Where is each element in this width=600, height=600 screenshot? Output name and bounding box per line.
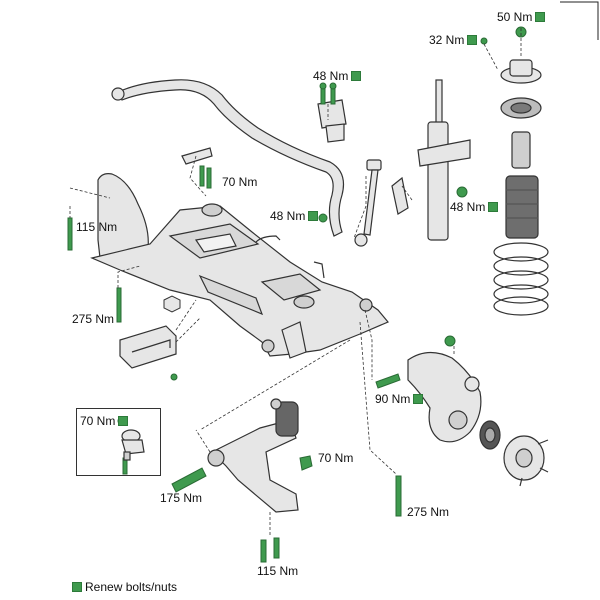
top-mount	[500, 59, 542, 239]
torque-label: 175 Nm	[160, 491, 203, 505]
renew-icon	[118, 416, 129, 426]
stabilizer-bar	[111, 79, 345, 237]
steering-knuckle	[407, 351, 482, 443]
torque-label: 115 Nm	[257, 564, 299, 578]
renew-icon	[467, 35, 478, 45]
stabilizer-link	[354, 159, 382, 247]
wheel-hub	[479, 420, 549, 487]
green-square-icon	[72, 582, 82, 592]
torque-label: 70 Nm	[318, 451, 354, 465]
subframe	[90, 173, 389, 359]
torque-label: 32 Nm	[429, 33, 478, 47]
ball-joint-inset	[121, 429, 145, 461]
subframe-bracket	[119, 325, 177, 369]
lower-control-arm	[207, 398, 299, 513]
frame-corner	[560, 1, 599, 40]
torque-label: 275 Nm	[72, 312, 115, 326]
renew-icon	[413, 394, 424, 404]
inset-frame	[76, 408, 161, 476]
torque-label: 275 Nm	[407, 505, 450, 519]
torque-label: 50 Nm	[497, 10, 546, 24]
leader-lines	[69, 28, 522, 536]
strut	[391, 79, 471, 241]
renew-icon	[351, 71, 362, 81]
stabilizer-bushing	[317, 99, 347, 143]
renew-icon	[535, 12, 546, 22]
torque-label: 48 Nm	[270, 209, 319, 223]
torque-label: 48 Nm	[313, 69, 362, 83]
torque-label: 115 Nm	[76, 220, 118, 234]
torque-label: 90 Nm	[375, 392, 424, 406]
legend-label: Renew bolts/nuts	[85, 580, 178, 594]
renew-icon	[308, 211, 319, 221]
coil-spring	[493, 242, 549, 316]
torque-label: 70 Nm	[222, 175, 258, 189]
renew-icon	[488, 202, 499, 212]
torque-label: 70 Nm	[80, 414, 129, 428]
mount-bracket	[181, 147, 213, 165]
torque-label: 48 Nm	[450, 200, 499, 214]
legend: Renew bolts/nuts	[72, 580, 177, 594]
